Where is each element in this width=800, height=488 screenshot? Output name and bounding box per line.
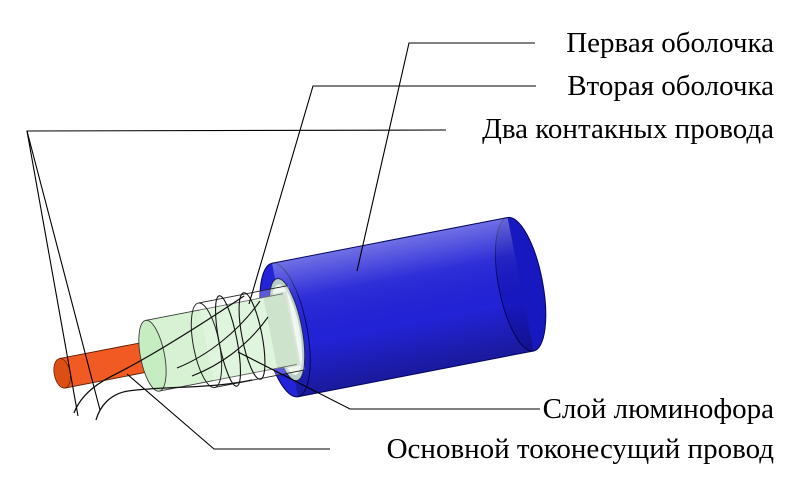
label-contact-wires: Два контакных провода (482, 113, 774, 145)
outer-sheath-outline (271, 216, 534, 398)
label-first-sheath: Первая оболочка (566, 27, 774, 59)
leader-main-conductor (126, 373, 330, 450)
contact-wire-helix-2 (191, 316, 269, 377)
contact-wire-2 (95, 379, 253, 421)
leader-second-sheath (248, 85, 536, 305)
contact-wire-wrap-1 (238, 292, 266, 380)
leader-phosphor (237, 351, 540, 410)
contact-wire-wrap-2 (214, 295, 242, 387)
label-phosphor-layer: Слой люминофора (542, 393, 774, 425)
contact-wire-1 (73, 295, 245, 414)
leader-contact-wires-b (26, 130, 101, 411)
contact-wire-helix-1 (176, 300, 261, 369)
leader-first-sheath (356, 42, 535, 272)
phosphor-body (145, 293, 299, 392)
core-body (59, 339, 164, 389)
cable-assembly (53, 216, 547, 398)
opening-shadow (263, 290, 302, 371)
outer-sheath-shading (272, 217, 534, 397)
label-second-sheath: Вторая оболочка (567, 70, 774, 102)
label-main-conductor: Основной токонесущий провод (386, 433, 774, 465)
